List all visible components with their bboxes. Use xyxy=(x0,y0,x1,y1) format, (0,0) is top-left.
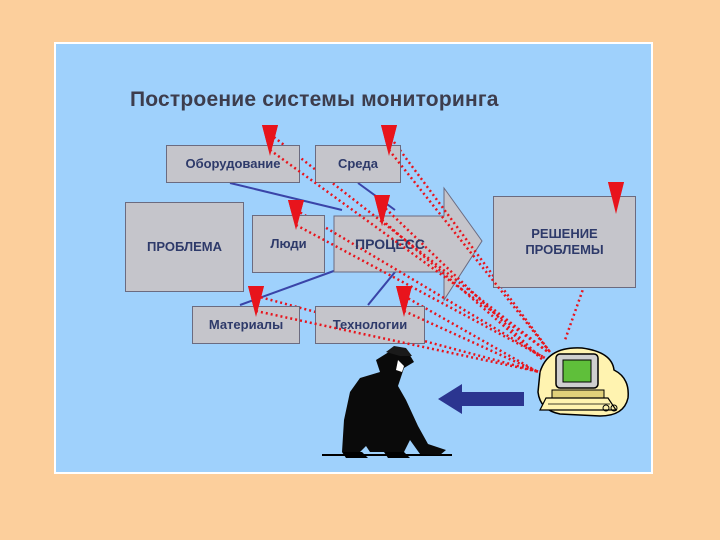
page-title: Построение системы мониторинга xyxy=(130,88,499,111)
back-arrow-icon xyxy=(438,384,524,414)
box-solution: РЕШЕНИЕ ПРОБЛЕМЫ xyxy=(493,196,636,288)
box-technologies: Технологии xyxy=(315,306,425,344)
box-equipment: Оборудование xyxy=(166,145,300,183)
box-people: Люди xyxy=(252,215,325,273)
computer-monitor-icon xyxy=(537,347,629,417)
box-process: ПРОЦЕСС xyxy=(355,236,425,252)
box-problem: ПРОБЛЕМА xyxy=(125,202,244,292)
box-materials: Материалы xyxy=(192,306,300,344)
person-at-table-icon xyxy=(322,346,452,458)
box-environment: Среда xyxy=(315,145,401,183)
